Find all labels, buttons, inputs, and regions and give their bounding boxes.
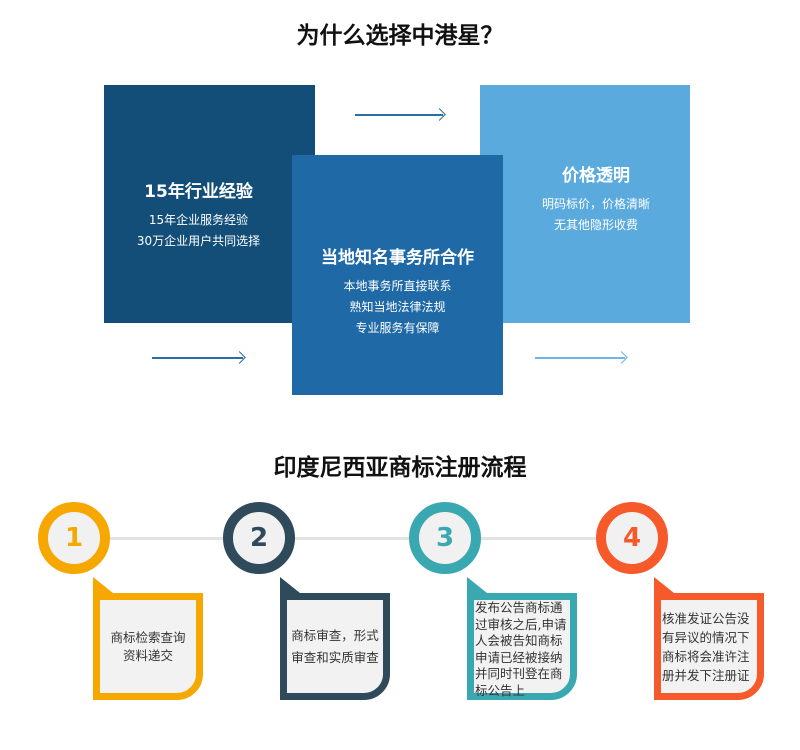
step-text: 核准发证公告没有异议的情况下商标将会准许注册并发下注册证 bbox=[662, 610, 750, 683]
feature-line: 明码标价，价格清晰 bbox=[541, 197, 650, 211]
feature-line: 15年企业服务经验 bbox=[148, 213, 249, 227]
process-title: 印度尼西亚商标注册流程 bbox=[273, 455, 527, 481]
card-tab bbox=[654, 577, 674, 593]
feature-card-price: 价格透明 明码标价，价格清晰 无其他隐形收费 bbox=[480, 85, 690, 323]
step-text: 商标检索查询资料递交 bbox=[110, 629, 186, 663]
feature-line: 本地事务所直接联系 bbox=[343, 279, 452, 293]
process-connector-line bbox=[110, 537, 610, 540]
feature-heading: 当地知名事务所合作 bbox=[321, 248, 474, 268]
step-3-card: 发布公告商标通过审核之后,申请人会被告知商标申请已经被接纳并同时刊登在商标公告上 bbox=[467, 593, 577, 700]
step-text: 发布公告商标通过审核之后,申请人会被告知商标申请已经被接纳并同时刊登在商标公告上 bbox=[475, 600, 567, 698]
feature-heading: 15年行业经验 bbox=[144, 182, 253, 202]
feature-line: 专业服务有保障 bbox=[355, 321, 440, 335]
feature-card-local-firm: 当地知名事务所合作 本地事务所直接联系 熟知当地法律法规 专业服务有保障 bbox=[292, 155, 503, 395]
feature-card-experience: 15年行业经验 15年企业服务经验 30万企业用户共同选择 bbox=[104, 85, 315, 323]
step-text: 商标审查，形式审查和实质审查 bbox=[291, 627, 379, 665]
card-tab bbox=[467, 577, 487, 593]
feature-heading: 价格透明 bbox=[562, 166, 630, 186]
step-3-circle: 3 bbox=[409, 502, 481, 574]
card-tab bbox=[93, 577, 113, 593]
step-4-circle: 4 bbox=[596, 502, 668, 574]
why-choose-title: 为什么选择中港星？ bbox=[296, 23, 504, 49]
feature-line: 熟知当地法律法规 bbox=[349, 300, 446, 314]
step-1-card: 商标检索查询资料递交 bbox=[93, 593, 203, 700]
step-4-card: 核准发证公告没有异议的情况下商标将会准许注册并发下注册证 bbox=[654, 593, 764, 700]
step-2-circle: 2 bbox=[223, 502, 295, 574]
feature-line: 无其他隐形收费 bbox=[553, 218, 638, 232]
step-2-card: 商标审查，形式审查和实质审查 bbox=[280, 593, 390, 700]
arrow-icon bbox=[152, 357, 243, 359]
arrow-icon bbox=[535, 357, 625, 359]
step-1-circle: 1 bbox=[38, 502, 110, 574]
arrow-icon bbox=[355, 114, 443, 116]
feature-line: 30万企业用户共同选择 bbox=[136, 234, 261, 248]
card-tab bbox=[280, 577, 300, 593]
